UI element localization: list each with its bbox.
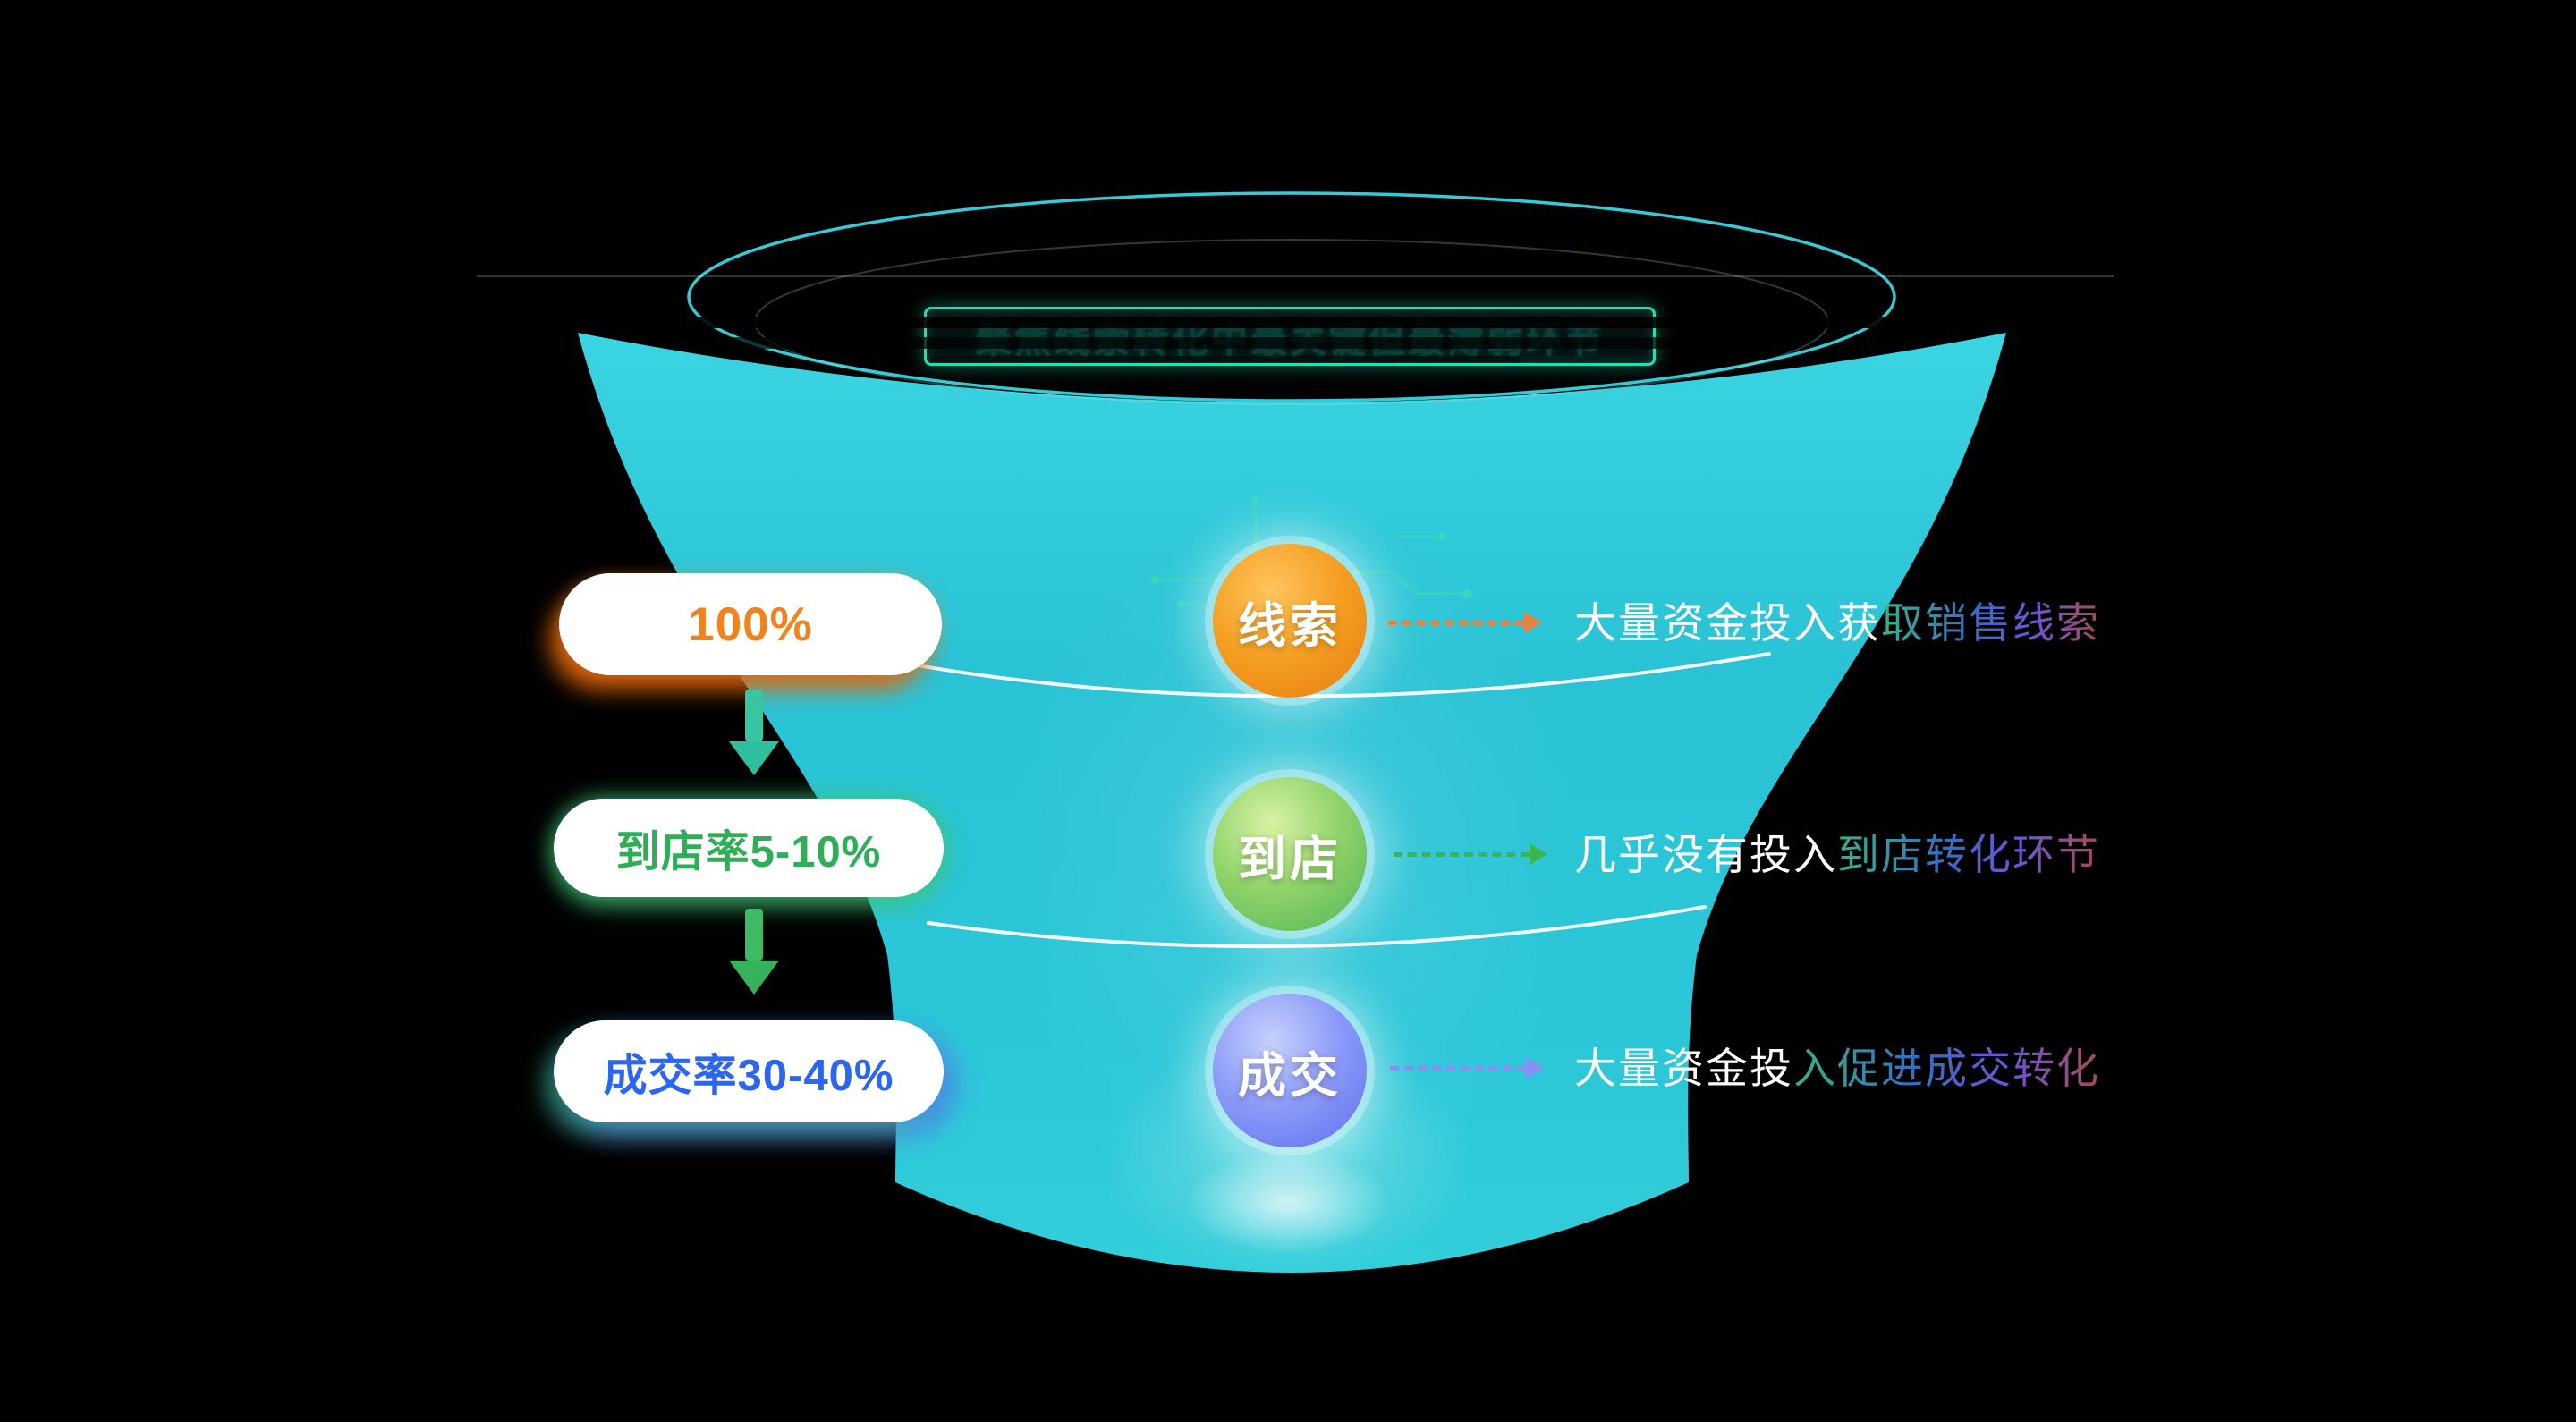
annotation-leads: 大量资金投入获取销售线索 [1574,597,2100,649]
glitch-bar [575,317,1906,328]
annotation-text: 几乎没有投入 [1574,831,1837,878]
metric-pill-label: 到店率5-10% [615,827,882,876]
down-arrow-icon [729,909,779,995]
metric-pill-deal: 成交率30-40% [554,1020,944,1122]
arrow-head [729,741,779,775]
stage-badge-label: 成交 [1238,1048,1342,1103]
dashed-line [1390,1065,1526,1071]
annotation-deal: 大量资金投入促进成交转化 [1574,1043,2100,1095]
glitch-bar [930,356,1521,363]
arrow-shaft [745,909,763,961]
annotation-store-visit: 几乎没有投入到店转化环节 [1574,829,2100,881]
down-arrow-icon [729,690,779,775]
arrow-shaft [745,690,763,741]
annotation-text-obscured: 入促进成交转化 [1793,1045,2100,1092]
stage-badge-store-visit: 到店 [1213,777,1367,931]
scanline [477,275,2114,277]
dashed-line [1388,620,1524,625]
metric-pill-label: 成交率30-40% [603,1051,894,1100]
stage-badge-leads: 线索 [1213,544,1367,698]
dashed-arrow-icon-deal [1390,1056,1544,1079]
metric-pill-store-visit: 到店率5-10% [554,799,944,897]
metric-pill-label: 100% [688,597,813,651]
annotation-text: 大量资金投 [1574,1045,1793,1092]
arrow-head [729,961,779,995]
dashed-arrow-icon-leads [1388,611,1542,634]
stage-badge-label: 线索 [1238,598,1342,653]
stage-badge-label: 到店 [1238,832,1342,886]
tier-divider-1 [905,652,1771,698]
dashed-line [1394,851,1530,857]
arrow-head [1526,1057,1544,1079]
arrow-head [1524,612,1542,633]
tier-divider-2 [927,905,1707,949]
funnel-rim [687,191,1896,402]
glitch-bar [716,337,1798,349]
dashed-arrow-icon-store-visit [1394,842,1547,866]
stage-badge-deal: 成交 [1213,994,1367,1147]
annotation-text-obscured: 到店转化环节 [1837,831,2100,878]
metric-pill-leads: 100% [559,573,942,675]
annotation-text-obscured: 取销售线索 [1881,599,2100,647]
arrow-head [1530,843,1547,865]
annotation-text: 大量资金投入获 [1574,599,1881,647]
